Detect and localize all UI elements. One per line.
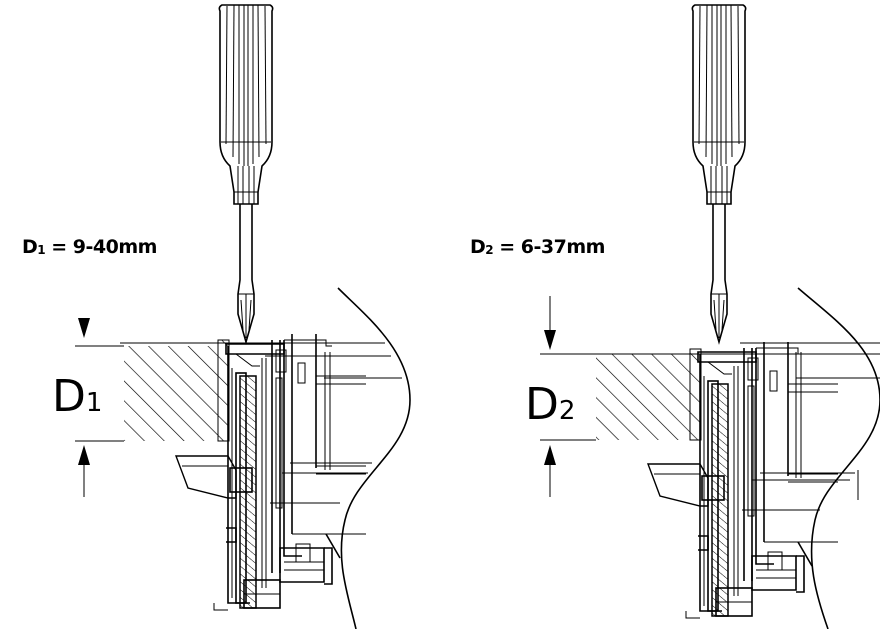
left-dim-arrow-top <box>78 318 90 338</box>
right-range-label: D2 = 6-37mm <box>470 236 605 258</box>
right-screwdriver <box>691 4 747 343</box>
left-screwdriver <box>218 4 274 343</box>
left-dimension-label: D1 <box>52 371 102 422</box>
left-workpiece <box>124 339 230 442</box>
right-housing-curve <box>797 287 880 629</box>
left-dimension <box>75 318 124 497</box>
right-dimension <box>540 296 596 497</box>
right-dim-arrow-top <box>544 330 556 350</box>
right-panel: D2 = 6-37mm D2 <box>470 4 880 629</box>
right-dim-arrow-bottom <box>544 445 556 465</box>
left-range-label: D1 = 9-40mm <box>22 236 157 258</box>
left-housing-curve <box>337 287 411 629</box>
right-dimension-label: D2 <box>525 379 575 430</box>
left-panel: D1 = 9-40mm D1 <box>22 4 411 629</box>
right-workpiece <box>596 348 702 441</box>
left-dim-arrow-bottom <box>78 445 90 465</box>
